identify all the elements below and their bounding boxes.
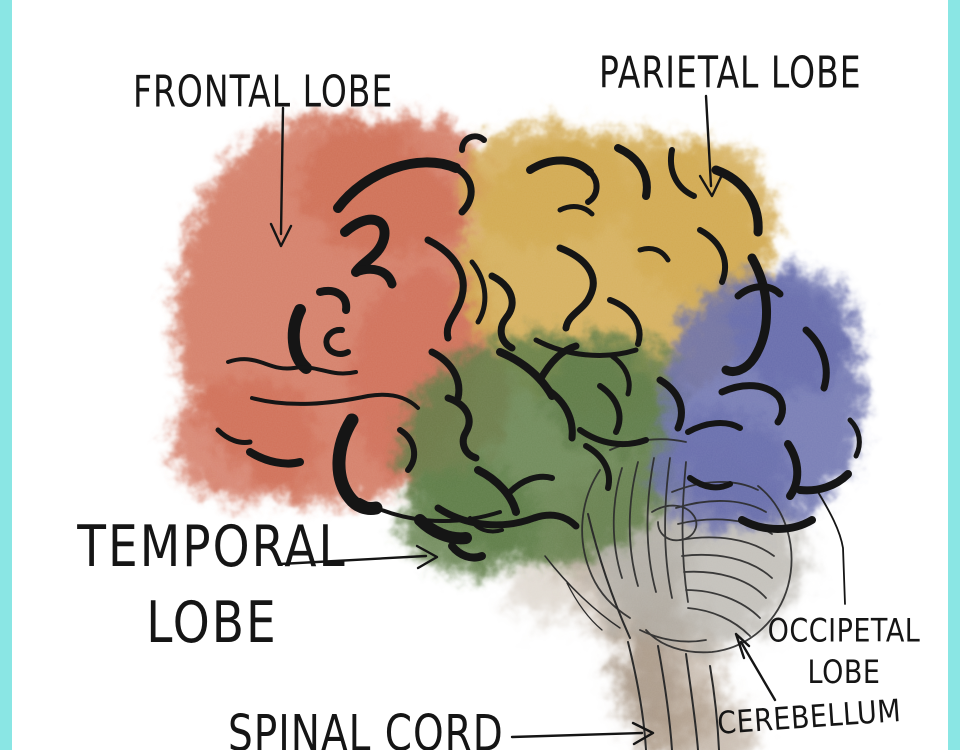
- parietal-lobe-arrow: [698, 94, 723, 198]
- parietal-lobe-label: PARIETAL LOBE: [599, 46, 862, 99]
- temporal-lobe-label-line1: TEMPORAL: [77, 513, 347, 581]
- cerebellum-arrow: [734, 632, 777, 702]
- spinal-cord-arrow: [510, 721, 655, 746]
- right-border-bar: [948, 0, 960, 750]
- spinal-cord-label: SPINAL CORD: [228, 705, 504, 750]
- temporal-lobe-label: TEMPORAL LOBE: [72, 510, 352, 661]
- pointer-arrows: [269, 94, 846, 746]
- left-border-bar: [0, 0, 12, 750]
- occipital-lobe-label-line2: LOBE: [807, 653, 881, 691]
- parietal-sulci-ink: [488, 144, 772, 448]
- temporal-lobe-arrow: [278, 544, 439, 570]
- frontal-lobe-arrow: [269, 106, 293, 248]
- frontal-lobe-label: FRONTAL LOBE: [133, 65, 394, 118]
- cerebellum-folia-lines: [581, 438, 793, 654]
- occipital-lobe-label-line1: OCCIPETAL: [767, 613, 921, 650]
- occipital-lobe-label: OCCIPETAL LOBE: [760, 612, 928, 694]
- temporal-sulci-ink: [414, 342, 632, 562]
- occipital-lobe-pointer-line: [817, 491, 846, 605]
- chalk-texture: [90, 80, 900, 750]
- spinal-cord-lines: [544, 513, 720, 750]
- frontal-sulci-ink: [215, 133, 504, 534]
- occipital-sulci-ink: [685, 283, 862, 533]
- temporal-lobe-label-line2: LOBE: [146, 589, 278, 657]
